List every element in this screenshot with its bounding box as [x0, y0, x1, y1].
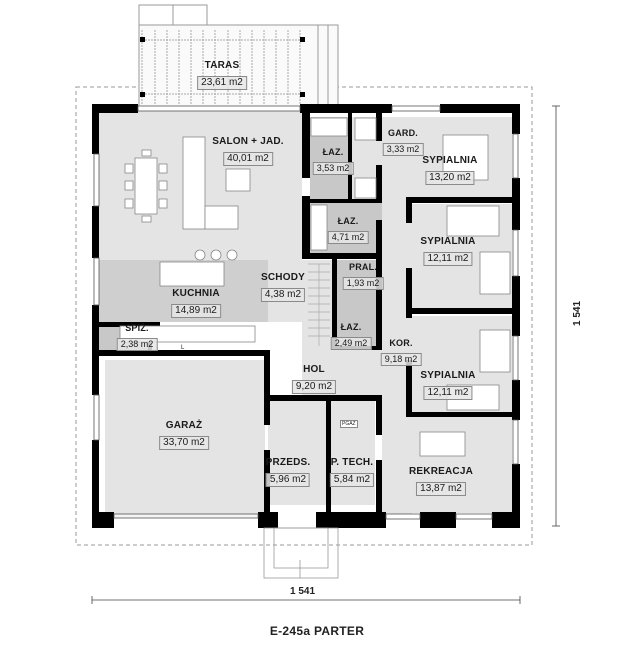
- furniture: [119, 117, 511, 457]
- dimension-lines: [91, 105, 560, 604]
- room-area: 5,84 m2: [329, 473, 375, 487]
- room-area: 4,71 m2: [327, 231, 369, 244]
- room-name: KOR.: [389, 338, 413, 348]
- room-label-p-tech: P. TECH. 5,84 m2: [329, 457, 375, 487]
- room-label-hol: HOL 9,20 m2: [291, 364, 337, 394]
- room-name: ŁAZ.: [322, 147, 344, 157]
- room-area: 33,70 m2: [159, 436, 209, 450]
- room-area: 3,33 m2: [382, 143, 424, 156]
- room-name: TARAS: [204, 60, 240, 71]
- room-label-laz-2: ŁAZ. 4,71 m2: [327, 216, 369, 245]
- terrace-pergola: [138, 4, 339, 108]
- room-label-schody: SCHODY 4,38 m2: [260, 272, 306, 302]
- room-label-taras: TARAS 23,61 m2: [197, 60, 247, 90]
- room-area: 3,53 m2: [312, 162, 354, 175]
- room-area: 4,38 m2: [260, 288, 306, 302]
- room-name: GARD.: [388, 128, 418, 138]
- room-name: HOL: [303, 364, 325, 375]
- room-area: 5,96 m2: [265, 473, 311, 487]
- room-label-gard: GARD. 3,33 m2: [382, 128, 424, 157]
- width-dimension: 1 541: [290, 586, 316, 597]
- room-name: ŁAZ.: [337, 216, 359, 226]
- fridge-label: L: [181, 345, 185, 351]
- room-area: 1,93 m2: [342, 277, 384, 290]
- room-name: SYPIALNIA: [422, 155, 478, 166]
- room-name: SCHODY: [261, 272, 305, 283]
- room-label-sypialnia-2: SYPIALNIA 12,11 m2: [420, 236, 475, 266]
- room-label-kuchnia: KUCHNIA 14,89 m2: [171, 288, 221, 318]
- room-name: REKREACJA: [408, 466, 474, 477]
- depth-dimension: 1 541: [572, 300, 584, 327]
- room-label-sypialnia-3: SYPIALNIA 12,11 m2: [420, 370, 475, 400]
- room-area: 14,89 m2: [171, 304, 221, 318]
- room-label-laz-1: ŁAZ. 3,53 m2: [312, 147, 354, 176]
- room-label-laz-3: ŁAZ. 2,49 m2: [330, 322, 372, 351]
- room-label-sypialnia-1: SYPIALNIA 13,20 m2: [422, 155, 477, 185]
- room-name: SYPIALNIA: [420, 370, 476, 381]
- room-name: PRAL.: [349, 262, 377, 272]
- plan-title: E-245a PARTER: [269, 624, 365, 638]
- room-area: 12,11 m2: [423, 386, 473, 400]
- room-area: 9,18 m2: [380, 353, 422, 366]
- room-label-rekreacja: REKREACJA 13,87 m2: [409, 466, 473, 496]
- room-area: 13,20 m2: [425, 171, 475, 185]
- room-label-przeds: PRZEDS. 5,96 m2: [266, 457, 311, 487]
- room-area: 13,87 m2: [416, 482, 466, 496]
- room-name: PRZEDS.: [265, 457, 311, 468]
- room-label-garaz: GARAŻ 33,70 m2: [159, 420, 209, 450]
- room-label-kor: KOR. 9,18 m2: [380, 338, 422, 367]
- stairs: [308, 263, 330, 346]
- room-area: 40,01 m2: [223, 152, 273, 166]
- entrance-steps: [263, 527, 339, 579]
- room-name: GARAŻ: [165, 420, 203, 431]
- room-area: 9,20 m2: [291, 380, 337, 394]
- room-area: 12,11 m2: [423, 252, 473, 266]
- room-name: SALON + JAD.: [212, 136, 284, 147]
- room-label-salon: SALON + JAD. 40,01 m2: [212, 136, 284, 166]
- room-area: 2,38 m2: [116, 338, 158, 351]
- room-name: KUCHNIA: [172, 288, 220, 299]
- room-name: SYPIALNIA: [420, 236, 476, 247]
- room-area: 23,61 m2: [197, 76, 247, 90]
- room-label-pral: PRAL. 1,93 m2: [342, 262, 384, 291]
- room-area: 2,49 m2: [330, 337, 372, 350]
- windows: [93, 105, 519, 520]
- boiler-label: PGAZ: [340, 420, 358, 428]
- room-label-spiz: SPIŻ. 2,38 m2: [116, 323, 158, 352]
- room-name: P. TECH.: [330, 457, 374, 468]
- room-name: SPIŻ.: [125, 323, 149, 333]
- room-name: ŁAZ.: [340, 322, 362, 332]
